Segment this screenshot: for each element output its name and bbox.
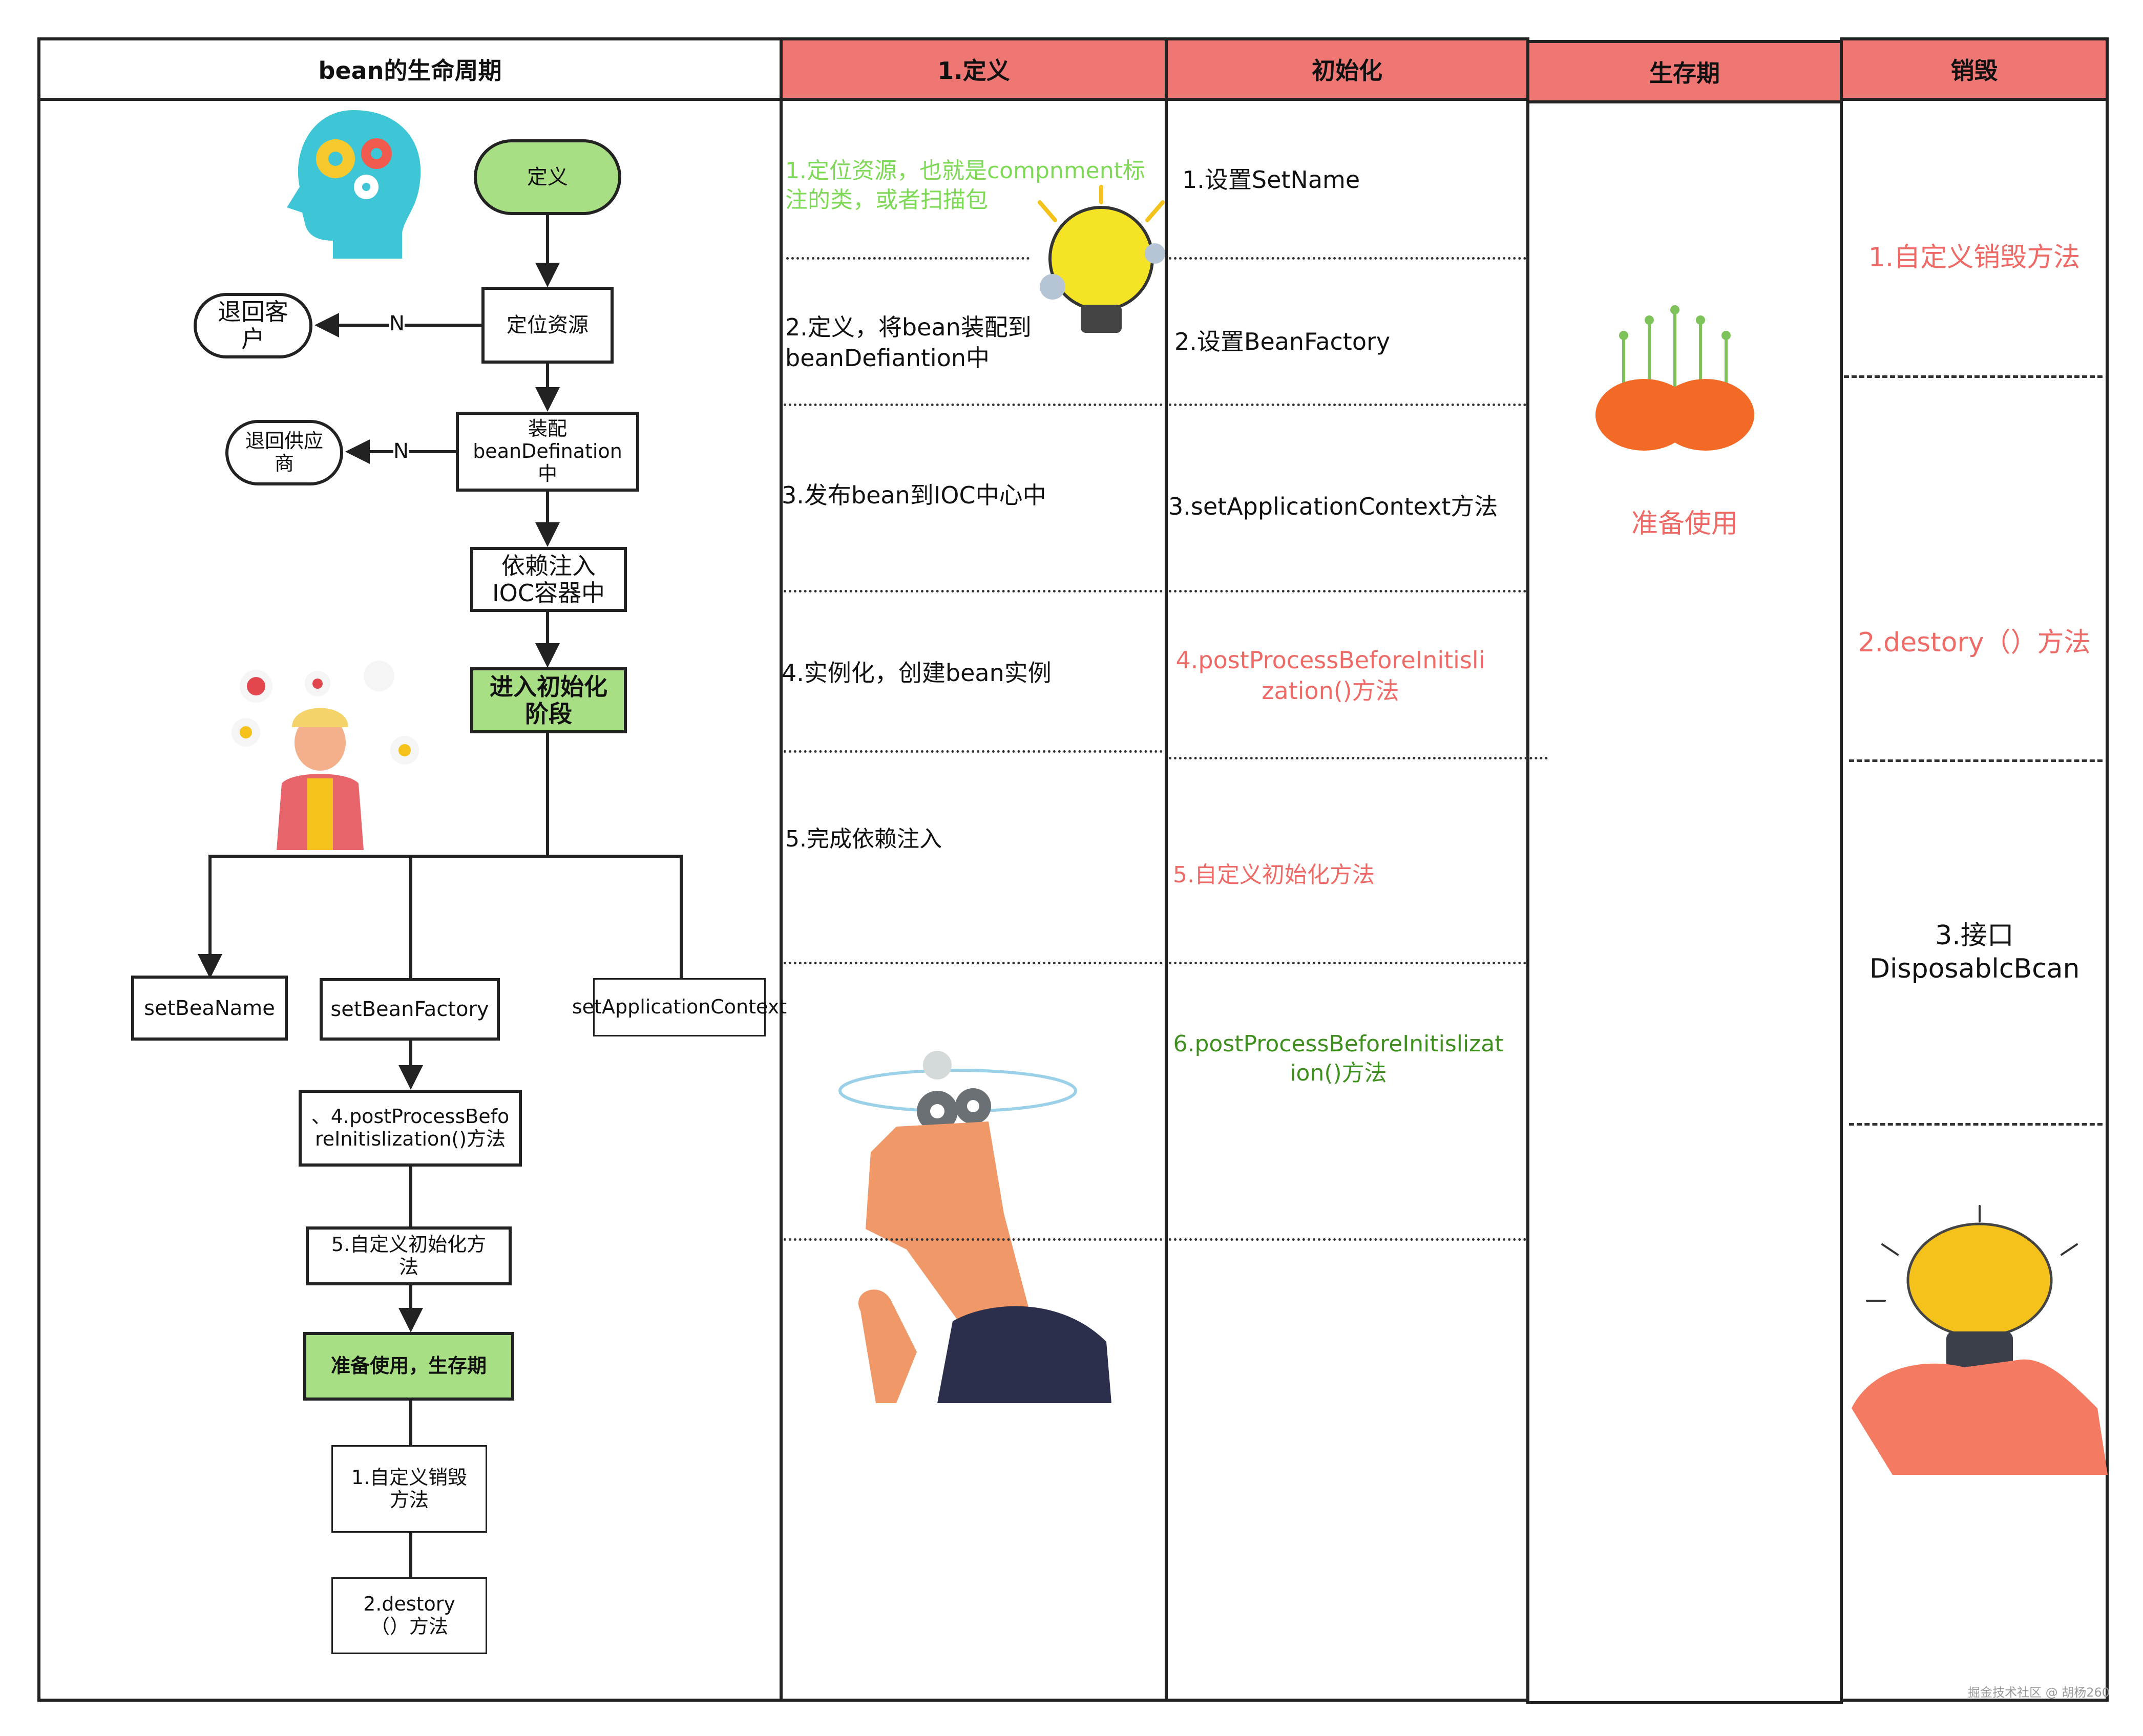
node-assemble: 装配beanDefination中 [456, 412, 639, 492]
destroy-divider-2 [1849, 759, 2103, 762]
node-inject-label: 依赖注入IOC容器中 [492, 552, 605, 607]
header-survival: 生存期 [1529, 43, 1840, 103]
definition-divider-4 [784, 750, 1163, 753]
node-assemble-label: 装配beanDefination中 [473, 417, 622, 485]
init-column [1165, 37, 1529, 1702]
node-custom-destroy: 1.自定义销毁方法 [331, 1445, 487, 1533]
node-set-bean-factory-label: setBeanFactory [330, 998, 489, 1021]
node-return-supplier: 退回供应商 [225, 420, 343, 485]
init-step-4: 4.postProcessBeforeInitislization()方法 [1175, 646, 1485, 705]
branch-line [208, 733, 549, 973]
node-custom-destroy-label: 1.自定义销毁方法 [351, 1466, 468, 1511]
head-gears-illustration [287, 110, 421, 259]
definition-step-3: 3.发布bean到IOC中心中 [782, 481, 1046, 509]
node-set-bean-name: setBeaName [131, 976, 288, 1041]
watermark: 掘金技术社区 @ 胡杨260 [1968, 1685, 2110, 1700]
destroy-step-1: 1.自定义销毁方法 [1868, 242, 2081, 273]
node-return-customer-label: 退回客户 [218, 298, 288, 353]
header-lifecycle: bean的生命周期 [40, 40, 780, 101]
node-set-bean-factory: setBeanFactory [320, 978, 500, 1041]
definition-divider-3 [784, 590, 1163, 592]
node-locate: 定位资源 [481, 287, 614, 364]
init-step-5: 5.自定义初始化方法 [1173, 862, 1375, 888]
node-set-app-context-label: setApplicationContext [572, 996, 787, 1019]
node-ready: 准备使用，生存期 [303, 1332, 514, 1401]
definition-divider-6 [784, 1238, 1163, 1241]
header-init: 初始化 [1168, 40, 1526, 101]
destroy-divider-3 [1849, 1123, 2103, 1126]
definition-step-5: 5.完成依赖注入 [785, 826, 942, 852]
definition-step-2: 2.定义，将bean装配到beanDefiantion中 [785, 313, 1032, 372]
header-destroy: 销毁 [1843, 40, 2106, 101]
definition-divider-5 [784, 962, 1163, 964]
init-divider-1 [1169, 257, 1526, 260]
node-post-process: 、4.postProcessBeforeInitislization()方法 [299, 1090, 522, 1167]
init-divider-2 [1169, 404, 1526, 406]
node-start: 定义 [474, 139, 621, 215]
init-divider-5 [1169, 962, 1526, 964]
header-definition: 1.定义 [783, 40, 1165, 101]
init-step-1: 1.设置SetName [1182, 166, 1360, 194]
node-init-stage: 进入初始化阶段 [470, 667, 627, 733]
init-divider-6 [1169, 1238, 1526, 1241]
destroy-step-2: 2.destory（）方法 [1858, 627, 2091, 658]
brain-circuit-illustration [1595, 305, 1754, 451]
destroy-divider-1 [1844, 375, 2103, 378]
node-return-supplier-label: 退回供应商 [245, 430, 323, 475]
destroy-step-3: 3.接口DisposablcBcan [1869, 920, 2080, 984]
survival-text: 准备使用 [1631, 509, 1738, 539]
init-divider-4 [1169, 757, 1548, 759]
head-thinking-illustration [838, 1051, 1111, 1403]
definition-step-1: 1.定位资源，也就是compnment标注的类，或者扫描包 [785, 158, 1145, 214]
node-custom-init-label: 5.自定义初始化方法 [331, 1233, 487, 1278]
node-locate-label: 定位资源 [507, 313, 589, 337]
definition-step-4: 4.实例化，创建bean实例 [782, 659, 1052, 687]
node-init-stage-label: 进入初始化阶段 [490, 672, 607, 728]
node-destory: 2.destory（）方法 [331, 1577, 487, 1654]
node-post-process-label: 、4.postProcessBeforeInitislization()方法 [311, 1105, 510, 1150]
edge-label-n1: N [389, 310, 405, 337]
thinking-person-illustration [232, 661, 419, 850]
node-ready-label: 准备使用，生存期 [330, 1354, 487, 1378]
branch-app-context [548, 855, 683, 978]
init-step-2: 2.设置BeanFactory [1174, 328, 1391, 355]
init-step-3: 3.setApplicationContext方法 [1168, 493, 1498, 520]
init-divider-3 [1169, 590, 1526, 592]
node-custom-init: 5.自定义初始化方法 [306, 1226, 512, 1285]
edge-label-n2: N [393, 438, 409, 464]
definition-divider-2 [784, 404, 1163, 406]
definition-divider-1 [786, 257, 1030, 260]
node-inject: 依赖注入IOC容器中 [470, 547, 627, 612]
node-destory-label: 2.destory（）方法 [363, 1593, 455, 1638]
node-return-customer: 退回客户 [194, 293, 312, 358]
node-set-bean-name-label: setBeaName [144, 996, 275, 1020]
node-set-app-context: setApplicationContext [572, 978, 787, 1036]
node-start-label: 定义 [527, 165, 568, 189]
hand-lightbulb-illustration [1852, 1205, 2108, 1475]
lightbulb-illustration [1038, 185, 1165, 333]
init-step-6: 6.postProcessBeforeInitislization()方法 [1173, 1031, 1504, 1087]
